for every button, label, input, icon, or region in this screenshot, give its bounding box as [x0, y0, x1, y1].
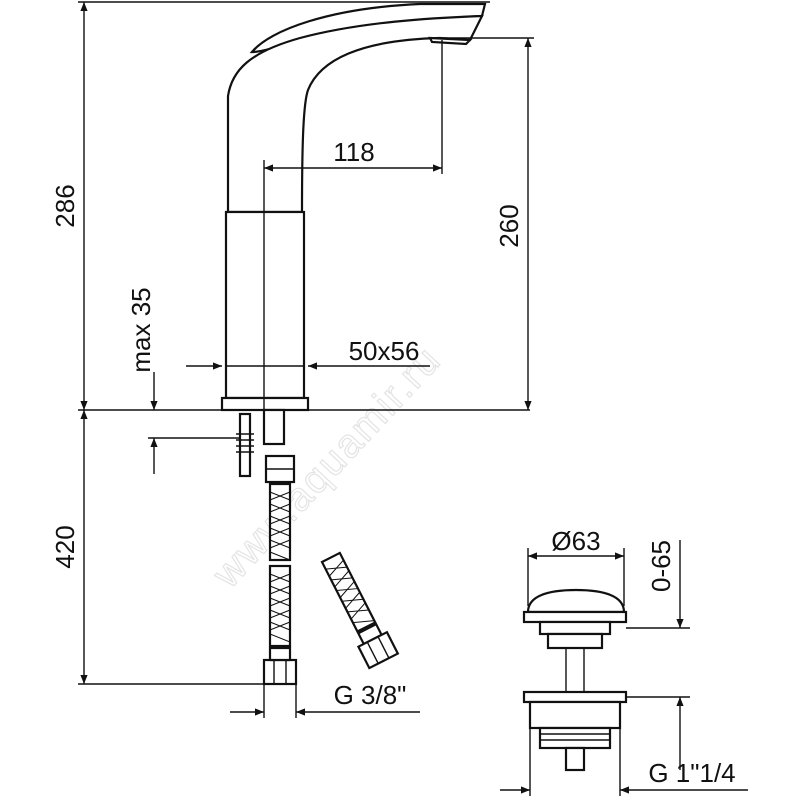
dimension-drain-diameter: Ø63 — [527, 526, 625, 606]
dimension-spout-height: 260 — [440, 37, 534, 410]
drain-assembly — [522, 588, 628, 772]
dimension-base-size: 50x56 — [186, 336, 430, 370]
faucet-body — [220, 2, 487, 412]
dim-g114-label: G 1"1/4 — [648, 758, 735, 788]
dim-50x56-label: 50x56 — [349, 336, 420, 366]
dimension-hose-length: 420 — [50, 410, 296, 685]
dimension-max-thickness: max 35 — [126, 287, 240, 474]
dim-max35-label: max 35 — [126, 287, 156, 372]
faucet-aerator — [428, 36, 473, 46]
drain-cap — [526, 588, 626, 614]
faucet-base-cylinder — [224, 210, 306, 400]
dim-065-label: 0-65 — [646, 540, 676, 592]
dimension-spout-reach: 118 — [263, 40, 443, 410]
dimension-drain-travel: 0-65 — [626, 540, 690, 770]
dim-260-label: 260 — [494, 204, 524, 247]
dim-118-label: 118 — [333, 137, 374, 167]
dim-g38-label: G 3/8" — [334, 680, 407, 710]
dimension-total-height: 286 — [50, 1, 490, 410]
dim-420-label: 420 — [50, 525, 80, 568]
dimension-hose-thread: G 3/8" — [230, 680, 420, 718]
faucet-base-ring — [220, 396, 310, 412]
flex-hose-angled — [320, 551, 400, 670]
mounting-hardware — [236, 408, 296, 484]
dim-o63-label: Ø63 — [551, 526, 600, 556]
flex-hose — [262, 482, 298, 686]
dim-286-label: 286 — [50, 184, 80, 227]
dimension-drain-thread: G 1"1/4 — [500, 728, 748, 796]
